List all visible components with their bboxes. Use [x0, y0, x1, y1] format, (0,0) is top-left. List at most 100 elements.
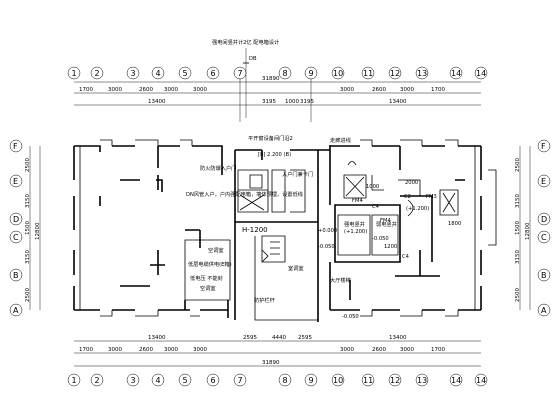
- axis-bubble-bottom-14b: 14: [474, 373, 488, 387]
- svg-text:12800: 12800: [35, 222, 41, 240]
- svg-text:3: 3: [131, 69, 136, 78]
- svg-text:2600: 2600: [139, 87, 153, 93]
- right-axis-bubbles: F E D C B A: [537, 139, 551, 317]
- svg-text:D: D: [541, 215, 547, 224]
- svg-text:4440: 4440: [272, 335, 286, 341]
- svg-text:C: C: [13, 233, 19, 242]
- svg-text:10: 10: [333, 376, 343, 385]
- svg-text:2: 2: [95, 69, 100, 78]
- svg-text:14: 14: [451, 376, 461, 385]
- svg-text:13400: 13400: [148, 99, 166, 105]
- svg-text:13: 13: [417, 376, 427, 385]
- svg-text:6: 6: [211, 376, 216, 385]
- svg-text:1700: 1700: [79, 347, 93, 353]
- note-well-left: 强电竖井: [344, 220, 365, 228]
- axis-bubble-bottom-13: 13: [415, 373, 429, 387]
- axis-bubble-right-E: E: [537, 174, 551, 188]
- svg-text:14: 14: [476, 376, 486, 385]
- svg-text:B: B: [541, 271, 547, 280]
- axis-bubble-top-10: 10: [331, 66, 345, 80]
- axis-bubble-bottom-1: 1: [67, 373, 81, 387]
- svg-text:1000: 1000: [285, 99, 299, 105]
- svg-text:3000: 3000: [108, 347, 122, 353]
- axis-bubble-bottom-6: 6: [206, 373, 220, 387]
- axis-bubble-top-6: 6: [206, 66, 220, 80]
- axis-bubble-left-A: A: [9, 303, 23, 317]
- svg-text:3000: 3000: [108, 87, 122, 93]
- axis-bubble-bottom-9: 9: [304, 373, 318, 387]
- svg-text:9: 9: [309, 376, 314, 385]
- axis-bubble-top-4: 4: [151, 66, 165, 80]
- svg-text:13: 13: [417, 69, 427, 78]
- svg-text:1: 1: [72, 69, 77, 78]
- svg-text:5: 5: [183, 376, 188, 385]
- axis-bubble-left-B: B: [9, 268, 23, 282]
- svg-text:A: A: [541, 306, 547, 315]
- note-door: 防火防爆入户门: [200, 164, 236, 172]
- svg-text:2595: 2595: [243, 335, 257, 341]
- bottom-axis-bubbles: 1 2 3 4 5 6 7 8 9 10 11 12 13 14 14: [67, 373, 488, 387]
- note-elev-window: 平开窗设备间门沿2: [248, 134, 293, 142]
- note-corridor: 走廊进线: [330, 136, 351, 144]
- svg-text:3150: 3150: [25, 250, 31, 264]
- axis-bubble-bottom-5: 5: [178, 373, 192, 387]
- svg-text:1500: 1500: [515, 221, 521, 235]
- note-plus-right: (+1.200): [406, 206, 429, 212]
- label-hall: 室调室: [288, 264, 304, 272]
- svg-text:31890: 31890: [262, 360, 280, 366]
- right-dimensions: 2500 3150 1500 3150 2500 12800: [515, 146, 531, 310]
- axis-bubble-top-14b: 14: [474, 66, 488, 80]
- svg-text:3195: 3195: [300, 99, 314, 105]
- svg-text:F: F: [541, 142, 546, 151]
- label-dn-bottom: -0.050: [342, 314, 359, 320]
- svg-text:13400: 13400: [389, 99, 407, 105]
- label-stair-bottom: 大厅楼梯: [330, 276, 351, 284]
- axis-bubble-bottom-10: 10: [331, 373, 345, 387]
- svg-text:B: B: [13, 271, 19, 280]
- axis-bubble-top-2: 2: [90, 66, 104, 80]
- note-1000: 1000: [366, 184, 379, 190]
- svg-text:10: 10: [333, 69, 343, 78]
- label-ac-box: 低电压 不能封: [190, 274, 223, 282]
- svg-text:11: 11: [363, 69, 373, 78]
- svg-text:1500: 1500: [25, 221, 31, 235]
- note-fm-left: FM4: [352, 198, 363, 204]
- svg-text:7: 7: [238, 69, 243, 78]
- axis-bubble-bottom-11: 11: [361, 373, 375, 387]
- header-note: 强电间竖井计2亿 配电箱设计: [212, 38, 279, 46]
- svg-text:1700: 1700: [431, 87, 445, 93]
- svg-text:5: 5: [183, 69, 188, 78]
- note-c2: C2: [404, 194, 411, 200]
- axis-bubble-top-12: 12: [388, 66, 402, 80]
- svg-text:3000: 3000: [193, 347, 207, 353]
- note-plus-left: (+1.200): [344, 229, 367, 235]
- note-small-door: 入户门兼卡门: [282, 170, 313, 178]
- top-dimensions: 31890 1700 3000 2600 3000 3000 3000 2600…: [74, 76, 481, 122]
- svg-text:F: F: [13, 142, 18, 151]
- axis-bubble-right-F: F: [537, 139, 551, 153]
- svg-text:4: 4: [156, 376, 161, 385]
- label-space-right: 空调室: [200, 284, 216, 292]
- building-walls: [73, 139, 497, 322]
- svg-text:E: E: [13, 177, 18, 186]
- svg-text:11: 11: [363, 376, 373, 385]
- svg-text:3150: 3150: [25, 194, 31, 208]
- svg-text:3195: 3195: [262, 99, 276, 105]
- axis-bubble-top-14: 14: [449, 66, 463, 80]
- svg-text:1700: 1700: [431, 347, 445, 353]
- axis-bubble-bottom-8: 8: [278, 373, 292, 387]
- note-plus-0: +0.000: [318, 228, 337, 234]
- svg-text:3000: 3000: [340, 347, 354, 353]
- svg-text:2500: 2500: [25, 158, 31, 172]
- svg-text:3000: 3000: [340, 87, 354, 93]
- svg-text:14: 14: [451, 69, 461, 78]
- svg-text:3000: 3000: [164, 87, 178, 93]
- bottom-dimensions: 13400 2595 4440 2595 13400 1700 3000 260…: [74, 335, 481, 367]
- axis-bubble-top-7: 7: [233, 66, 247, 80]
- note-1800: 1800: [448, 221, 461, 227]
- svg-text:2500: 2500: [515, 288, 521, 302]
- axis-bubble-top-8: 8: [278, 66, 292, 80]
- note-1200: 1200: [384, 244, 397, 250]
- axis-bubble-left-C: C: [9, 230, 23, 244]
